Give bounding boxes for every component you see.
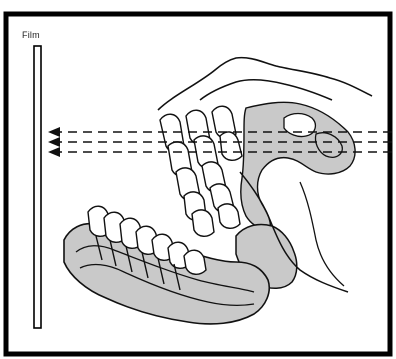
arrowhead-bottom [48,147,60,157]
maxilla-bone-shading [241,102,355,232]
arrowhead-top [48,127,60,137]
mandible [64,172,348,324]
arrowhead-middle [48,137,60,147]
skull-outline [158,58,372,110]
film-label: Film [22,30,40,40]
upper-teeth [160,106,242,236]
beam-arrowheads [48,127,60,157]
film-strip [34,46,41,328]
